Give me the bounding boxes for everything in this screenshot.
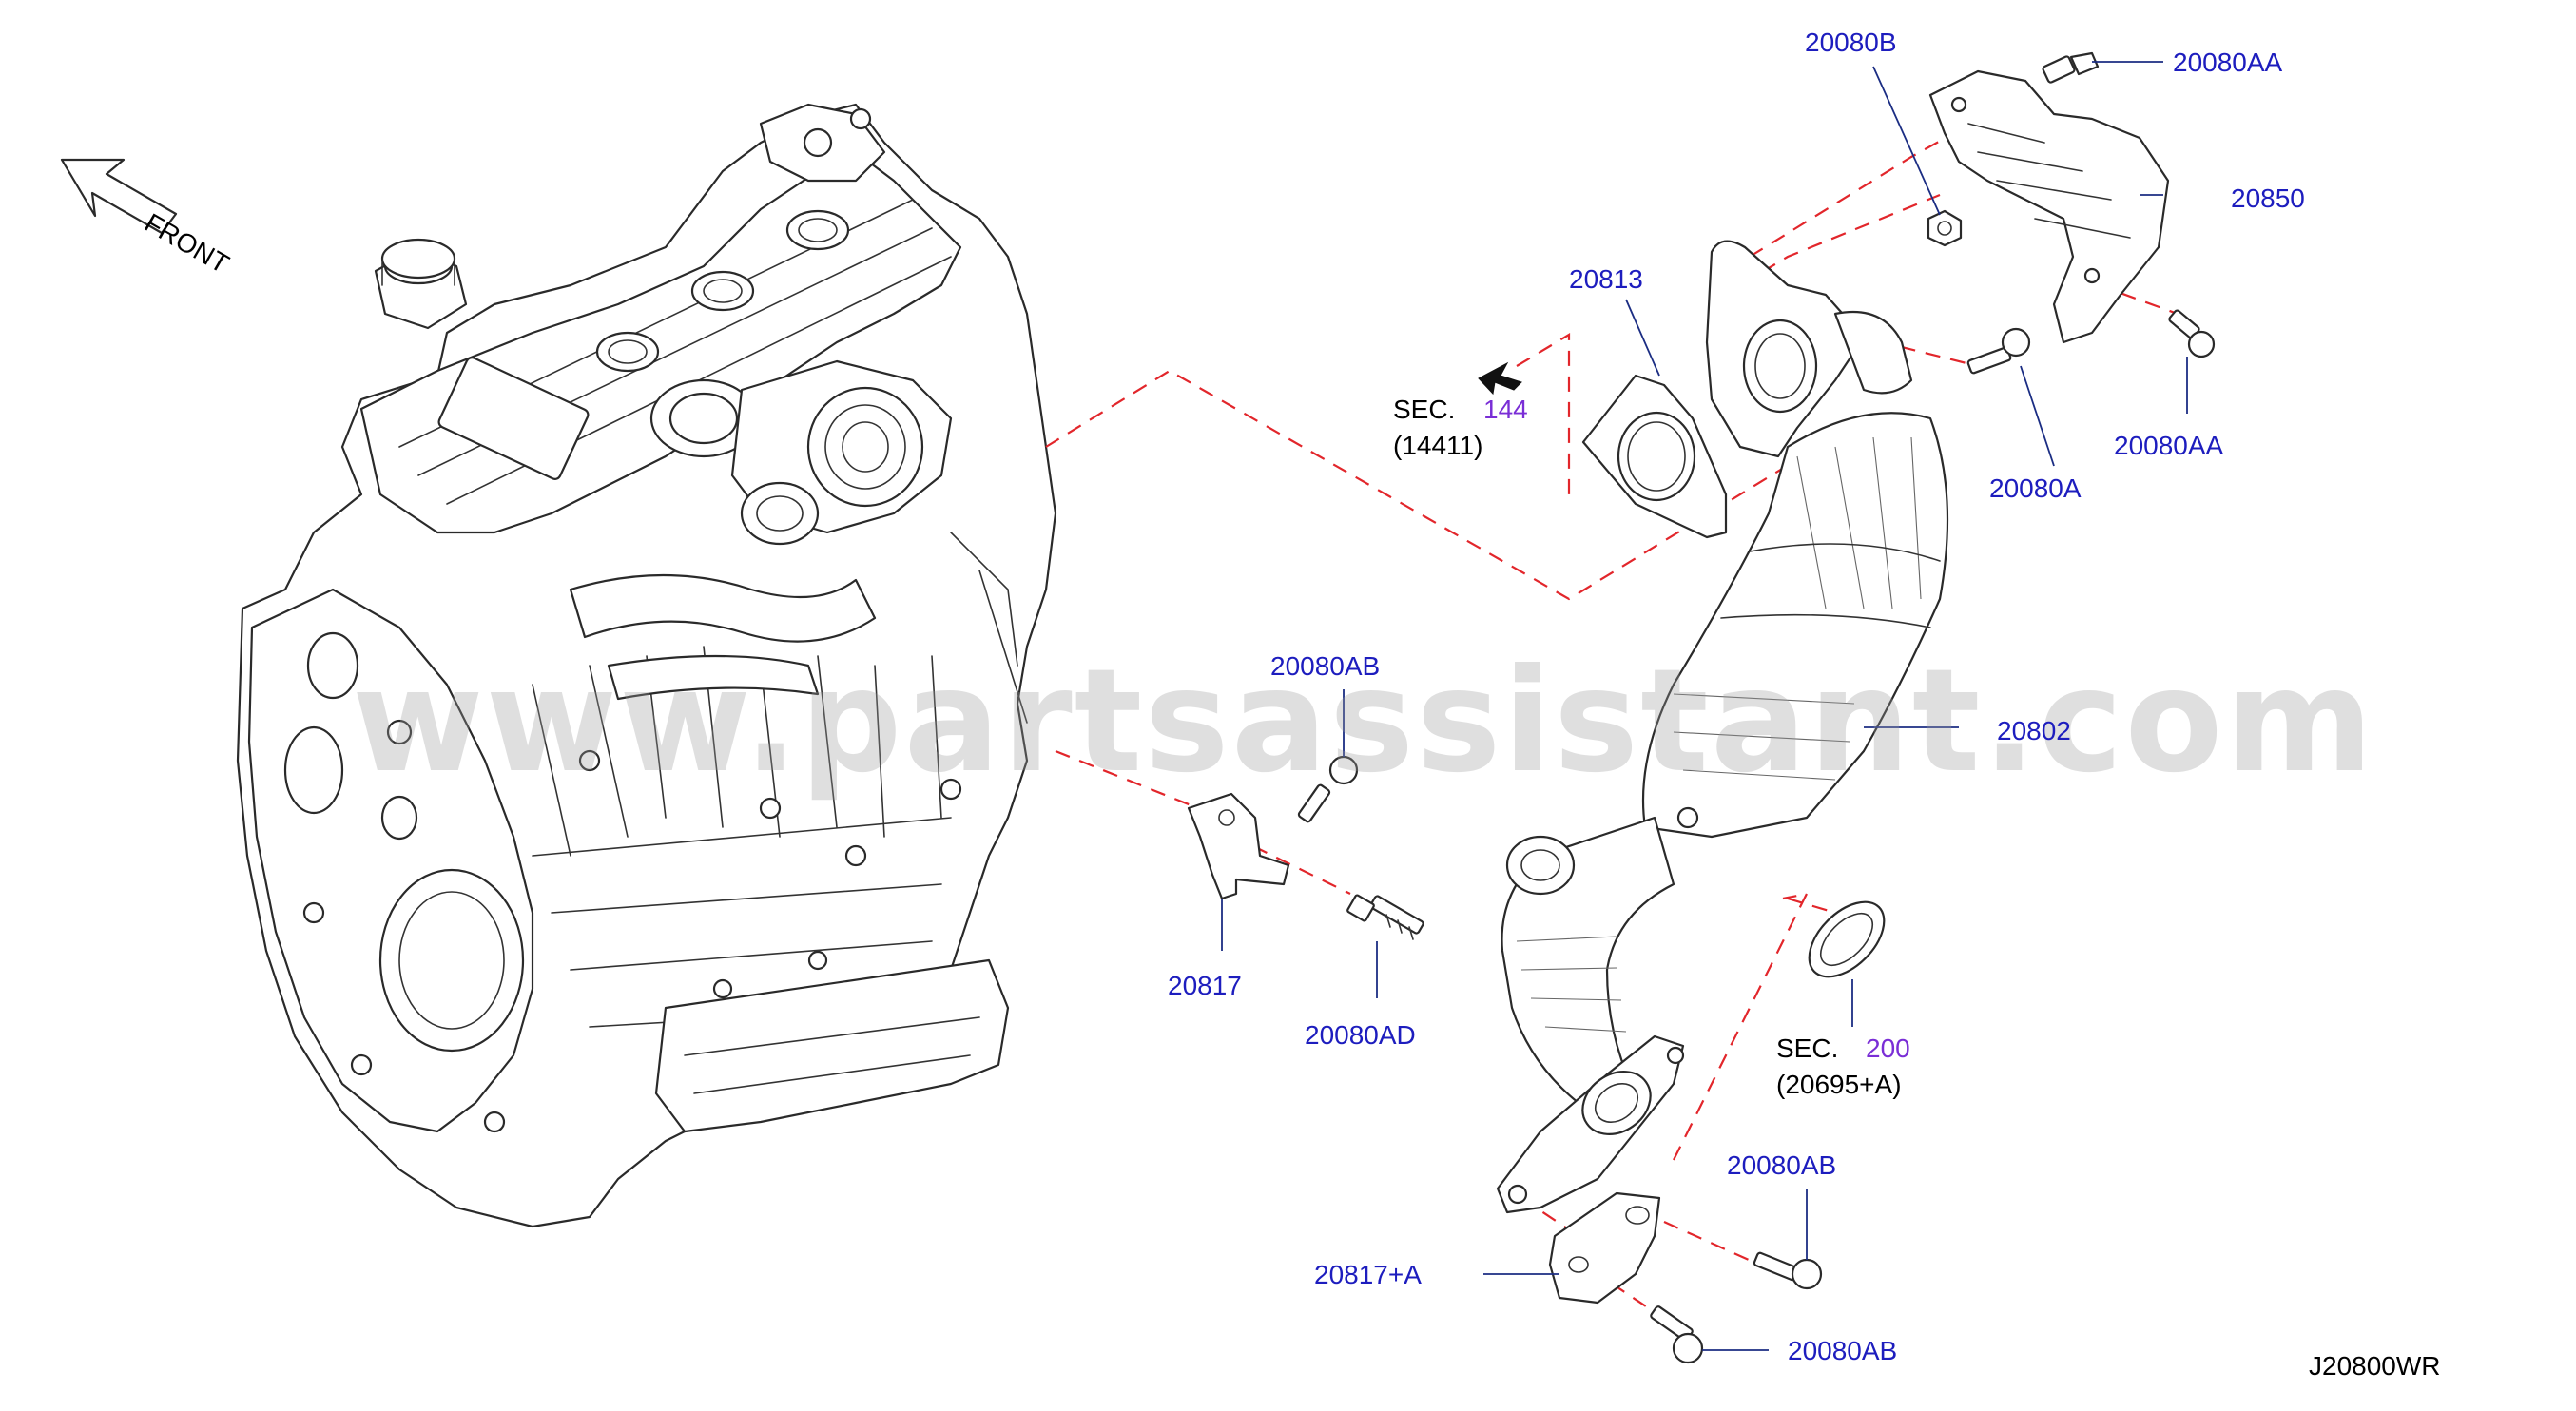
callout-20850: 20850 [2231, 184, 2305, 213]
callout-20080AB-lower: 20080AB [1788, 1336, 1897, 1365]
callout-20817-A: 20817+A [1314, 1260, 1422, 1289]
bolt-20080A [1966, 327, 2031, 375]
heat-shield-20850-illustration [1928, 69, 2170, 344]
callout-20080AB-upper: 20080AB [1270, 651, 1380, 681]
section-arrow-icon [1478, 361, 1522, 396]
bolt-20080AB-upper [1297, 755, 1359, 823]
section-ref-prefix: SEC. [1393, 395, 1455, 424]
callout-20080AD: 20080AD [1305, 1020, 1416, 1050]
stud-20080AD [1346, 894, 1424, 940]
callout-20080B: 20080B [1805, 28, 1897, 57]
front-label: FRONT [140, 207, 234, 279]
nut-20080B-illustration [1927, 209, 1963, 247]
bolt-20080AA-right [2168, 309, 2216, 358]
bolt-20080AA-top [2042, 51, 2100, 84]
callout-20080AA-right: 20080AA [2114, 431, 2224, 460]
section-ref-sub: (14411) [1393, 431, 1482, 460]
watermark-text: www.partsassistant.com [352, 639, 2375, 804]
callout-20080AA-top: 20080AA [2173, 48, 2283, 77]
bracket-20817-A-illustration [1548, 1191, 1661, 1305]
bolt-20080AB-middle [1753, 1251, 1823, 1290]
seal-ring-illustration [1808, 900, 1886, 978]
callout-20080AB-middle: 20080AB [1727, 1150, 1836, 1180]
front-arrow-icon [60, 158, 178, 235]
callout-20802: 20802 [1997, 716, 2071, 745]
section-ref-sub: (20695+A) [1776, 1070, 1902, 1099]
bracket-20817-illustration [1187, 792, 1290, 900]
section-ref-number: 144 [1483, 395, 1528, 424]
section-ref-prefix: SEC. [1776, 1034, 1838, 1063]
diagram-code: J20800WR [2309, 1351, 2441, 1381]
catalytic-converter-illustration [1496, 240, 1949, 1214]
callout-20817: 20817 [1168, 971, 1242, 1000]
gasket-20813-illustration [1581, 374, 1728, 539]
leader-lines [1221, 61, 2188, 1351]
bolt-20080AB-lower [1650, 1305, 1704, 1364]
section-ref-number: 200 [1866, 1034, 1910, 1063]
engine-assembly-illustration [236, 103, 1057, 1228]
callout-20080A: 20080A [1989, 474, 2082, 503]
callout-20813: 20813 [1569, 264, 1643, 294]
